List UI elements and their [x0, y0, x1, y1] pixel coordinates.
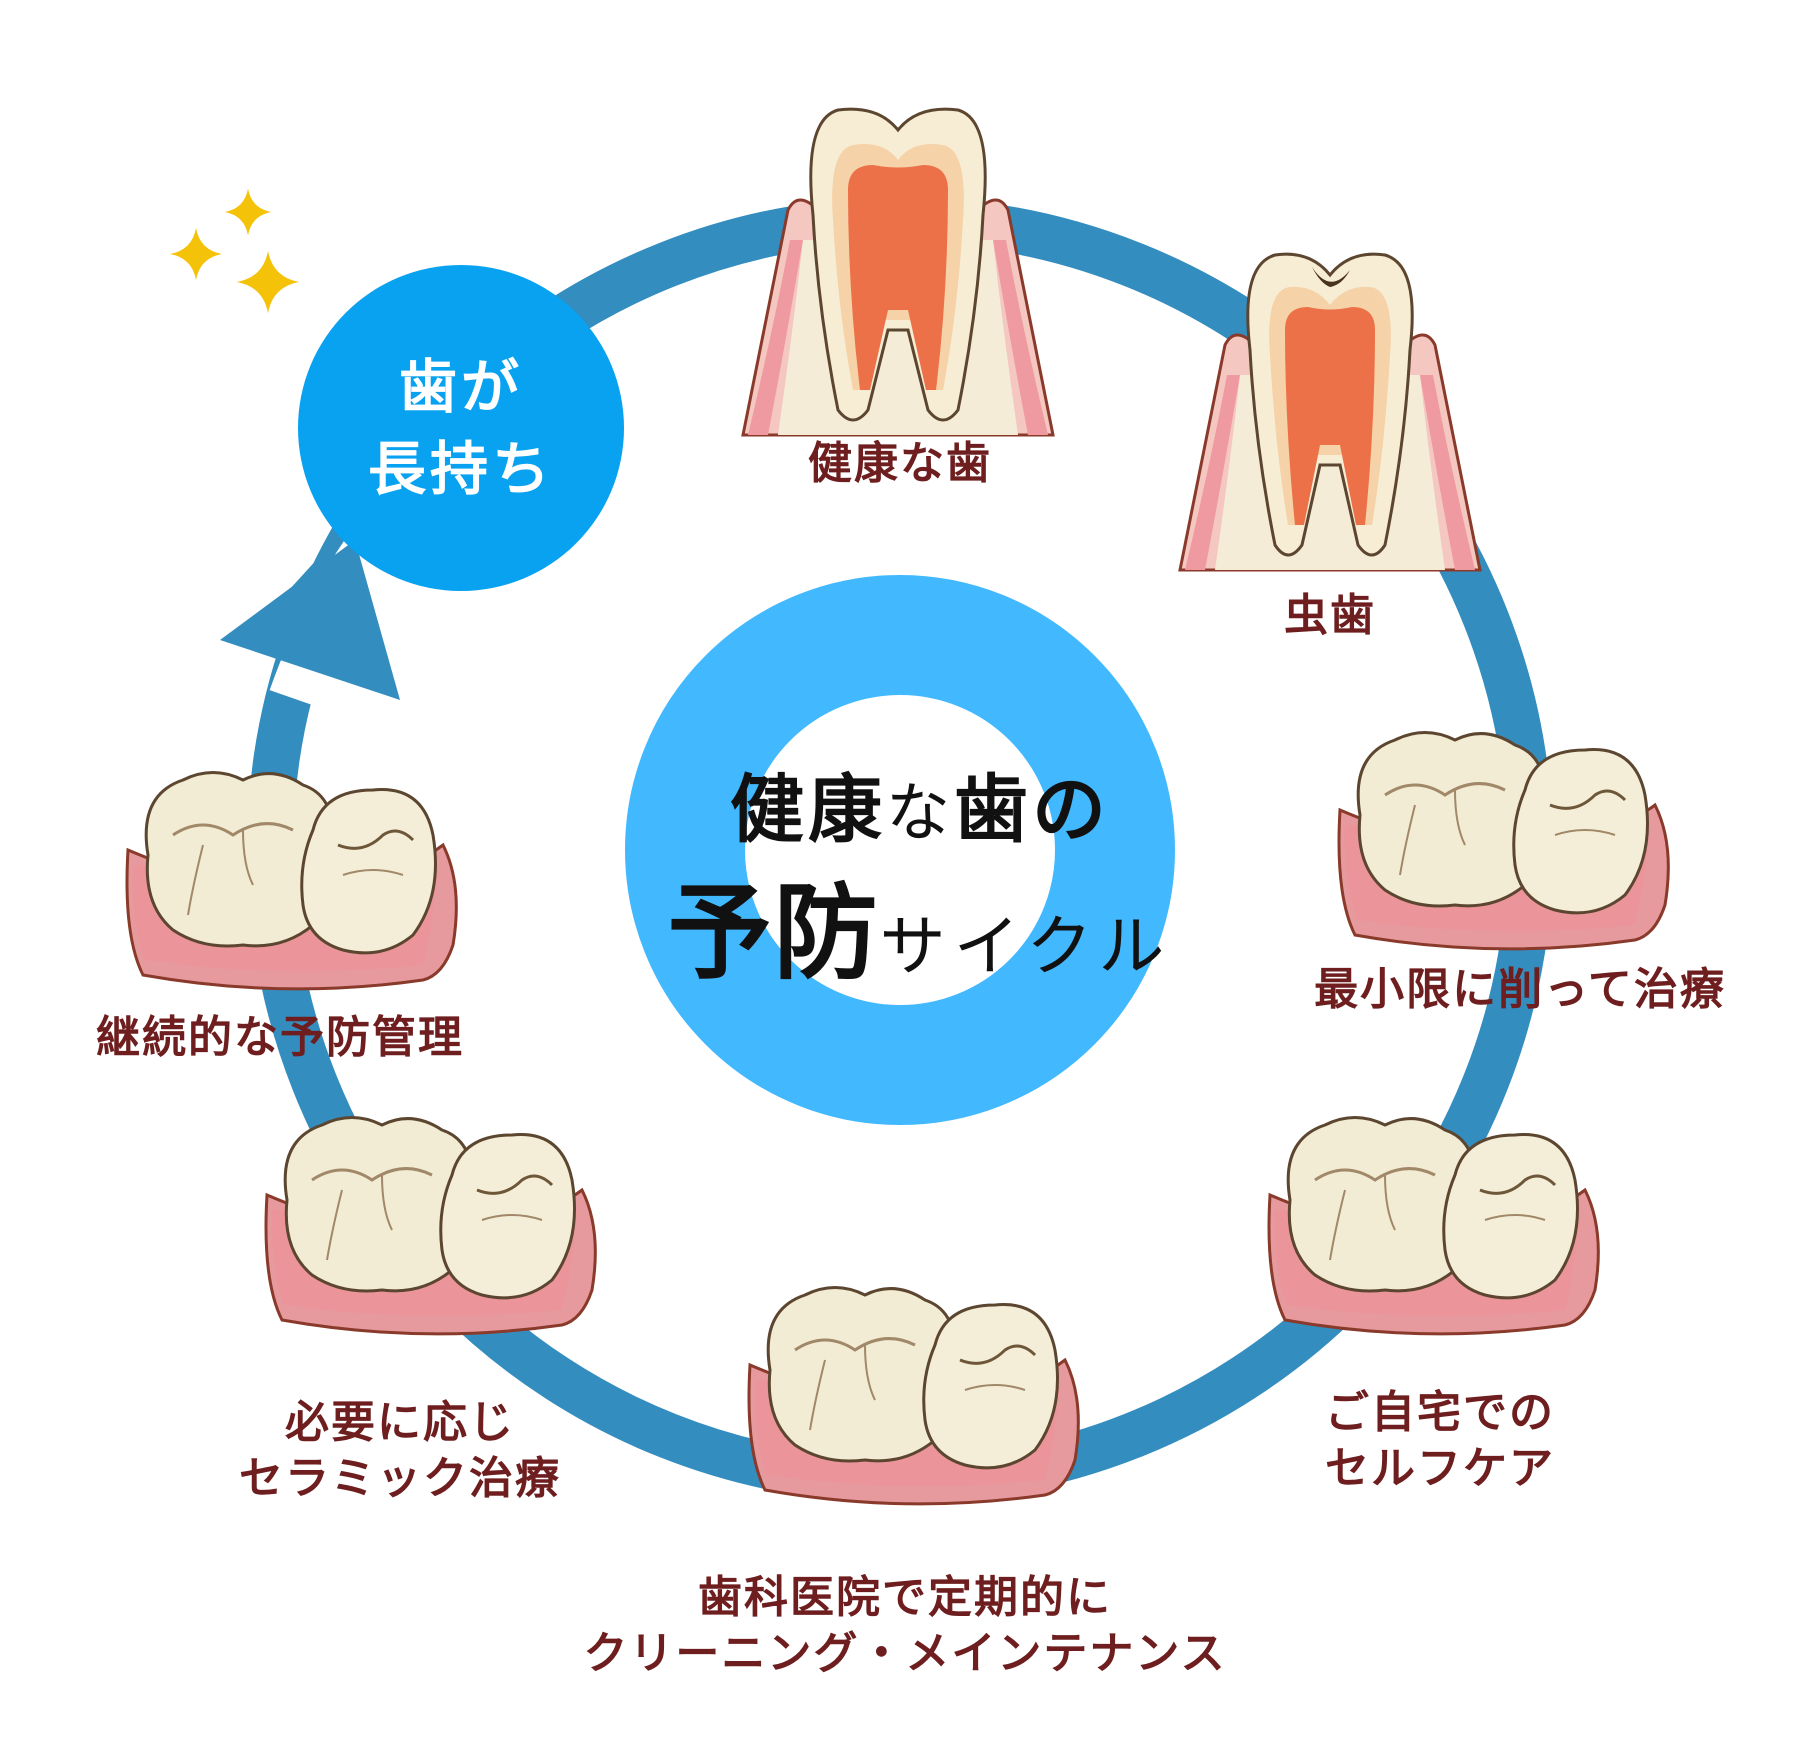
step-label-ceramic-treatment: 必要に応じ セラミック治療 [239, 1397, 561, 1504]
step-label-minimal-treatment: 最小限に削って治療 [1314, 964, 1726, 1015]
step-label-healthy-tooth: 健康な歯 [808, 438, 992, 489]
step-label-home-self-care: ご自宅での セルフケア [1325, 1387, 1555, 1494]
healthy-tooth-icon [741, 107, 1055, 437]
center-title-part-3: 歯の [954, 767, 1110, 853]
center-title-part-1: 健康 [730, 767, 886, 853]
decayed-tooth-icon [1178, 252, 1482, 572]
center-title-prevention: 予防 [667, 872, 880, 994]
badge-line-2: 長持ち [367, 435, 554, 503]
center-title-cycle: サイクル [879, 908, 1173, 985]
sparkle-icon [170, 188, 300, 314]
center-title: 健康な歯の 予防サイクル [600, 760, 1240, 1029]
step-label-clinic-cleaning: 歯科医院で定期的に クリーニング・メインテナンス [583, 1572, 1227, 1679]
step-label-ongoing-prevention: 継続的な予防管理 [96, 1012, 464, 1063]
long-lasting-teeth-badge: 歯が 長持ち [298, 265, 624, 591]
center-ring [625, 575, 1175, 1125]
step-label-cavity: 虫歯 [1284, 590, 1376, 641]
badge-line-1: 歯が [398, 353, 523, 421]
center-title-part-2: な [886, 777, 954, 851]
